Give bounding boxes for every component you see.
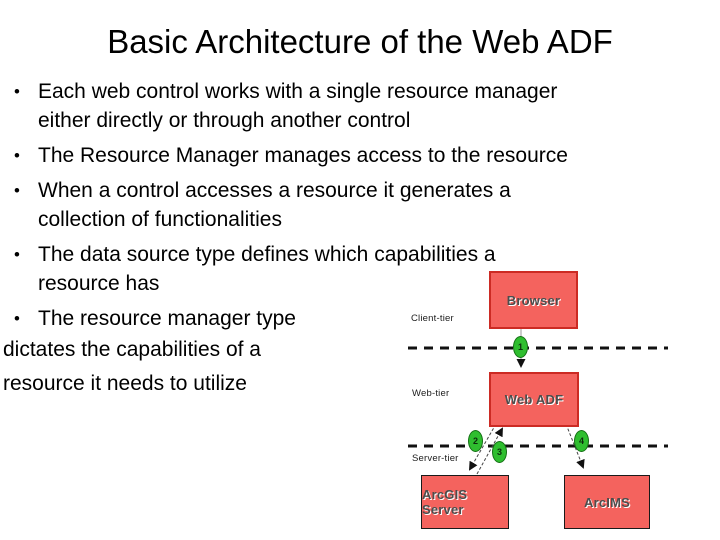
slide-title: Basic Architecture of the Web ADF	[107, 23, 613, 60]
diagram-node-web-adf: Web ADF	[489, 372, 579, 427]
bullet-text: When a control accesses a resource it ge…	[38, 179, 511, 202]
bullet-text: Each web control works with a single res…	[38, 80, 558, 103]
tier-label-server: Server-tier	[412, 453, 459, 464]
bullet-text: collection of functionalities	[38, 208, 282, 231]
bullet-text: resource has	[38, 272, 160, 295]
diagram-node-browser: Browser	[489, 271, 578, 329]
bullet-dot: •	[14, 82, 20, 101]
step-number: 1	[517, 342, 523, 352]
bullet-line: collection of functionalities	[0, 205, 672, 234]
step-badge-4: 4	[574, 430, 589, 452]
bullet-text: resource it needs to utilize	[3, 372, 247, 395]
node-label: Web ADF	[504, 392, 564, 407]
bullet-text: The resource manager type	[38, 307, 296, 330]
tier-label-web: Web-tier	[412, 388, 450, 399]
node-label: Browser	[506, 292, 561, 308]
step-number: 4	[578, 436, 584, 446]
bullet-list: • Each web control works with a single r…	[0, 77, 672, 401]
bullet-dot: •	[14, 146, 20, 165]
bullet-line: resource it needs to utilize	[0, 367, 672, 401]
bullet-line: • Each web control works with a single r…	[0, 77, 672, 106]
bullet-dot: •	[14, 245, 20, 264]
bullet-line: • The data source type defines which cap…	[0, 240, 672, 269]
bullet-dot: •	[14, 181, 20, 200]
bullet-line: resource has	[0, 269, 672, 298]
bullet-line: either directly or through another contr…	[0, 106, 672, 135]
diagram-node-arcgis-server: ArcGIS Server	[421, 475, 509, 529]
diagram-node-arcims: ArcIMS	[564, 475, 650, 529]
step-number: 3	[496, 447, 502, 457]
step-badge-3: 3	[492, 441, 507, 463]
bullet-line: • When a control accesses a resource it …	[0, 176, 672, 205]
bullet-text: either directly or through another contr…	[38, 109, 411, 132]
node-label: ArcIMS	[584, 494, 630, 510]
bullet-text: The data source type defines which capab…	[38, 243, 496, 266]
node-label: ArcGIS Server	[422, 487, 468, 517]
step-number: 2	[472, 436, 478, 446]
tier-label-client: Client-tier	[411, 313, 454, 324]
step-badge-2: 2	[468, 430, 483, 452]
bullet-text: The Resource Manager manages access to t…	[38, 144, 568, 167]
bullet-text: dictates the capabilities of a	[3, 338, 261, 361]
bullet-line: dictates the capabilities of a	[0, 333, 672, 367]
bullet-line: • The resource manager type	[0, 304, 672, 333]
bullet-line: • The Resource Manager manages access to…	[0, 141, 672, 170]
bullet-dot: •	[14, 309, 20, 328]
step-badge-1: 1	[513, 336, 528, 358]
